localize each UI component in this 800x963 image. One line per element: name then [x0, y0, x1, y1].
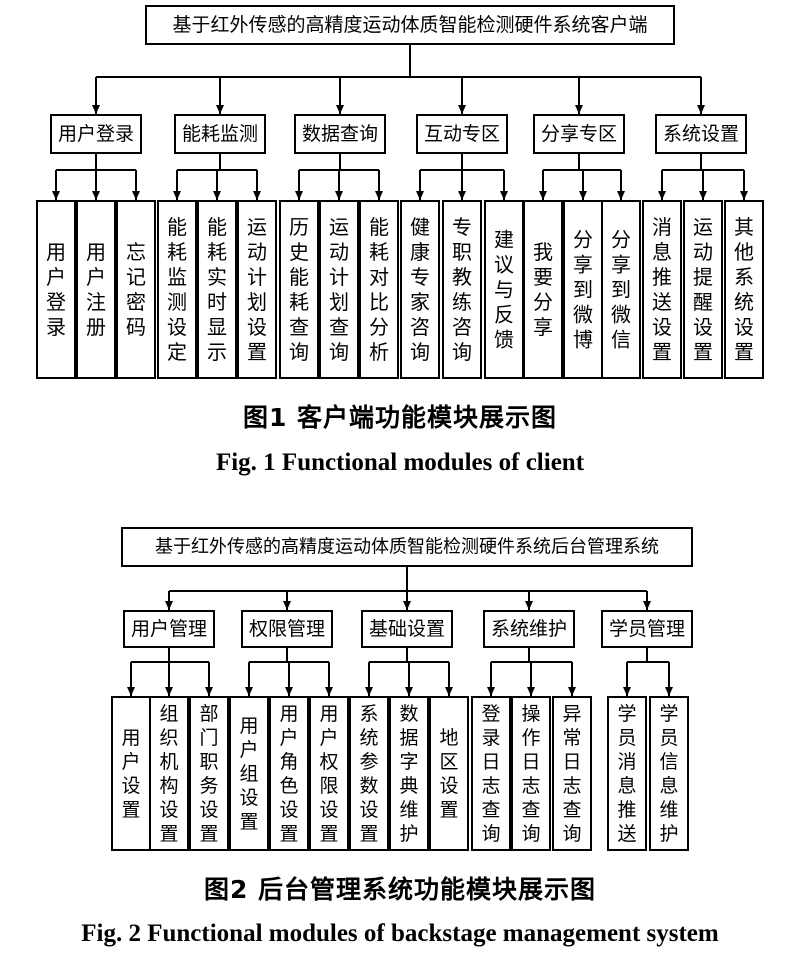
item-label-5-1: 学员消息推送 [617, 703, 636, 845]
group-label-5: 分享专区 [541, 123, 617, 145]
group-1-box [50, 114, 142, 154]
item-label-2-3: 运动计划设置 [247, 215, 267, 364]
group-label-3: 数据查询 [302, 123, 378, 145]
root-title: 基于红外传感的高精度运动体质智能检测硬件系统客户端 [172, 14, 647, 36]
group-label-4: 系统维护 [491, 618, 567, 640]
item-6-2-box [683, 200, 723, 379]
item-label-6-3: 其他系统设置 [734, 215, 754, 364]
item-4-1-box [471, 696, 511, 851]
item-6-3-box [724, 200, 764, 379]
group-label-1: 用户登录 [58, 123, 134, 145]
item-4-2-box [511, 696, 551, 851]
item-label-2-2: 能耗实时显示 [207, 215, 227, 364]
item-2-3-box [237, 200, 277, 379]
item-label-5-2: 分享到微博 [573, 228, 593, 352]
item-2-2-box [269, 696, 309, 851]
item-label-2-1: 能耗监测设定 [167, 215, 187, 364]
item-2-1-box [157, 200, 197, 379]
group-label-6: 系统设置 [663, 123, 739, 145]
item-3-2-box [319, 200, 359, 379]
item-label-6-2: 运动提醒设置 [693, 215, 713, 364]
group-1-box [123, 610, 215, 648]
group-label-1: 用户管理 [131, 618, 207, 640]
item-label-1-2: 用户注册 [86, 240, 106, 339]
group-4-box [416, 114, 508, 154]
item-2-1-box [229, 696, 269, 851]
item-label-5-1: 我要分享 [533, 240, 553, 339]
item-4-3-box [484, 200, 524, 379]
item-4-3-box [552, 696, 592, 851]
root-title-box [121, 527, 693, 567]
item-label-3-2: 数据字典维护 [399, 703, 418, 845]
root-title-box [145, 5, 675, 45]
item-1-1-box [111, 696, 151, 851]
item-label-3-3: 能耗对比分析 [369, 215, 389, 364]
item-5-2-box [649, 696, 689, 851]
group-label-5: 学员管理 [609, 618, 685, 640]
figure-1-client-modules: 基于红外传感的高精度运动体质智能检测硬件系统客户端用户登录用户登录用户注册忘记密… [36, 5, 764, 379]
item-label-1-3: 忘记密码 [126, 240, 146, 339]
item-label-6-1: 消息推送设置 [652, 215, 672, 364]
item-6-1-box [642, 200, 682, 379]
item-label-4-2: 操作日志查询 [521, 703, 540, 845]
item-label-1-1: 用户登录 [46, 240, 66, 339]
item-1-1-box [36, 200, 76, 379]
figure-1-caption-cn: 图1 客户端功能模块展示图 [242, 403, 558, 432]
group-label-2: 能耗监测 [182, 123, 258, 145]
item-label-5-2: 学员信息维护 [659, 703, 678, 845]
item-label-3-1: 历史能耗查询 [289, 215, 309, 364]
item-1-3-box [116, 200, 156, 379]
item-label-1-2: 组织机构设置 [159, 703, 178, 845]
item-2-2-box [197, 200, 237, 379]
item-3-2-box [389, 696, 429, 851]
item-label-1-1: 用户设置 [121, 727, 140, 821]
item-label-4-3: 建议与反馈 [494, 228, 514, 352]
group-5-box [533, 114, 625, 154]
group-6-box [655, 114, 747, 154]
item-label-3-1: 系统参数设置 [359, 703, 378, 845]
item-5-1-box [607, 696, 647, 851]
item-1-2-box [149, 696, 189, 851]
item-label-3-2: 运动计划查询 [329, 215, 349, 364]
group-4-box [483, 610, 575, 648]
item-label-2-1: 用户组设置 [239, 715, 258, 833]
item-label-1-3: 部门职务设置 [199, 703, 218, 845]
figure-2-caption-en: Fig. 2 Functional modules of backstage m… [81, 920, 719, 947]
root-title: 基于红外传感的高精度运动体质智能检测硬件系统后台管理系统 [155, 537, 659, 558]
item-5-3-box [601, 200, 641, 379]
figure-2-backstage-modules: 基于红外传感的高精度运动体质智能检测硬件系统后台管理系统用户管理用户设置组织机构… [111, 527, 693, 851]
figure-1-caption-en: Fig. 1 Functional modules of client [215, 449, 585, 476]
item-label-4-1: 登录日志查询 [481, 703, 500, 845]
item-label-5-3: 分享到微信 [611, 228, 631, 352]
item-label-2-3: 用户权限设置 [319, 703, 338, 845]
item-label-4-2: 专职教练咨询 [452, 215, 472, 364]
item-1-2-box [76, 200, 116, 379]
group-label-2: 权限管理 [249, 618, 325, 640]
item-1-3-box [189, 696, 229, 851]
item-2-3-box [309, 696, 349, 851]
item-3-1-box [349, 696, 389, 851]
item-label-4-3: 异常日志查询 [562, 703, 581, 845]
item-3-3-box [359, 200, 399, 379]
item-3-3-box [429, 696, 469, 851]
item-label-2-2: 用户角色设置 [279, 703, 298, 845]
item-5-2-box [563, 200, 603, 379]
figure-2-caption-cn: 图2 后台管理系统功能模块展示图 [203, 875, 597, 904]
item-4-1-box [400, 200, 440, 379]
item-label-3-3: 地区设置 [439, 727, 458, 821]
item-3-1-box [279, 200, 319, 379]
group-label-4: 互动专区 [424, 123, 500, 145]
item-5-1-box [523, 200, 563, 379]
item-4-2-box [442, 200, 482, 379]
item-label-4-1: 健康专家咨询 [410, 215, 430, 364]
group-label-3: 基础设置 [369, 618, 445, 640]
